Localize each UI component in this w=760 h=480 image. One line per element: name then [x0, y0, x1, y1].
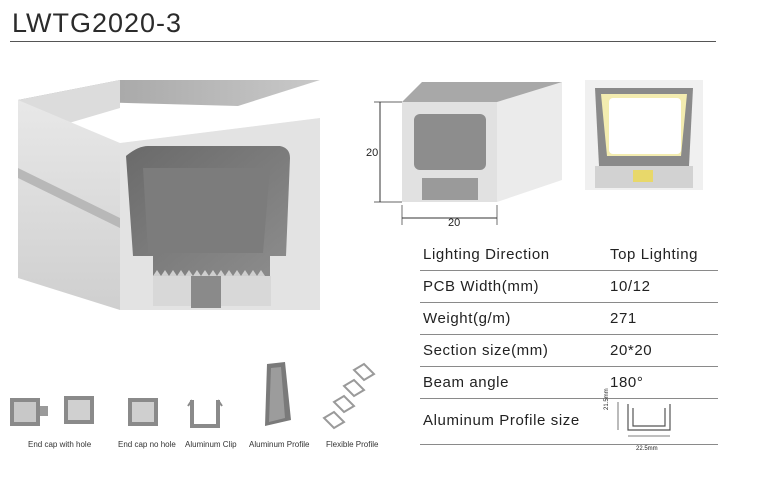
end-cap-with-hole-image — [10, 396, 94, 426]
spec-label: Lighting Direction — [423, 246, 550, 263]
end-cap-no-hole-image — [128, 398, 158, 426]
aluminum-profile-drawing — [600, 400, 710, 446]
profile-width-label: 22.5mm — [636, 446, 658, 452]
spec-row: Lighting Direction Top Lighting — [420, 239, 718, 271]
spec-row: Beam angle 180° — [420, 367, 718, 399]
spec-row: PCB Width(mm) 10/12 — [420, 271, 718, 303]
lit-cross-section — [585, 80, 703, 190]
product-title: LWTG2020-3 — [12, 8, 183, 38]
height-dimension-label: 20 — [366, 147, 379, 159]
spec-value: 10/12 — [610, 278, 651, 295]
spec-label: PCB Width(mm) — [423, 278, 540, 295]
spec-table: Lighting Direction Top Lighting PCB Widt… — [420, 239, 718, 445]
spec-label: Beam angle — [423, 374, 510, 391]
aluminum-clip-image — [187, 399, 223, 428]
spec-value: Top Lighting — [610, 246, 699, 263]
title-divider — [10, 41, 716, 42]
profile-height-label: 21.5mm — [604, 388, 610, 410]
accessory-label: Flexible Profile — [326, 440, 379, 449]
aluminum-profile-image — [265, 362, 291, 426]
accessory-label: Aluminum Clip — [185, 440, 237, 449]
flexible-profile-image — [322, 362, 376, 430]
spec-value: 180° — [610, 374, 644, 391]
accessory-label: End cap with hole — [28, 440, 92, 449]
spec-label: Aluminum Profile size — [423, 412, 580, 429]
accessory-label: End cap no hole — [118, 440, 176, 449]
product-3d-render — [18, 80, 320, 310]
spec-value: 20*20 — [610, 342, 653, 359]
spec-label: Weight(g/m) — [423, 310, 512, 327]
spec-row: Aluminum Profile size — [420, 399, 718, 445]
spec-row: Weight(g/m) 271 — [420, 303, 718, 335]
spec-value: 271 — [610, 310, 637, 327]
spec-label: Section size(mm) — [423, 342, 549, 359]
spec-row: Section size(mm) 20*20 — [420, 335, 718, 367]
width-dimension-label: 20 — [448, 217, 461, 229]
accessory-label: Aluminum Profile — [249, 440, 310, 449]
dimension-drawing — [374, 82, 562, 225]
